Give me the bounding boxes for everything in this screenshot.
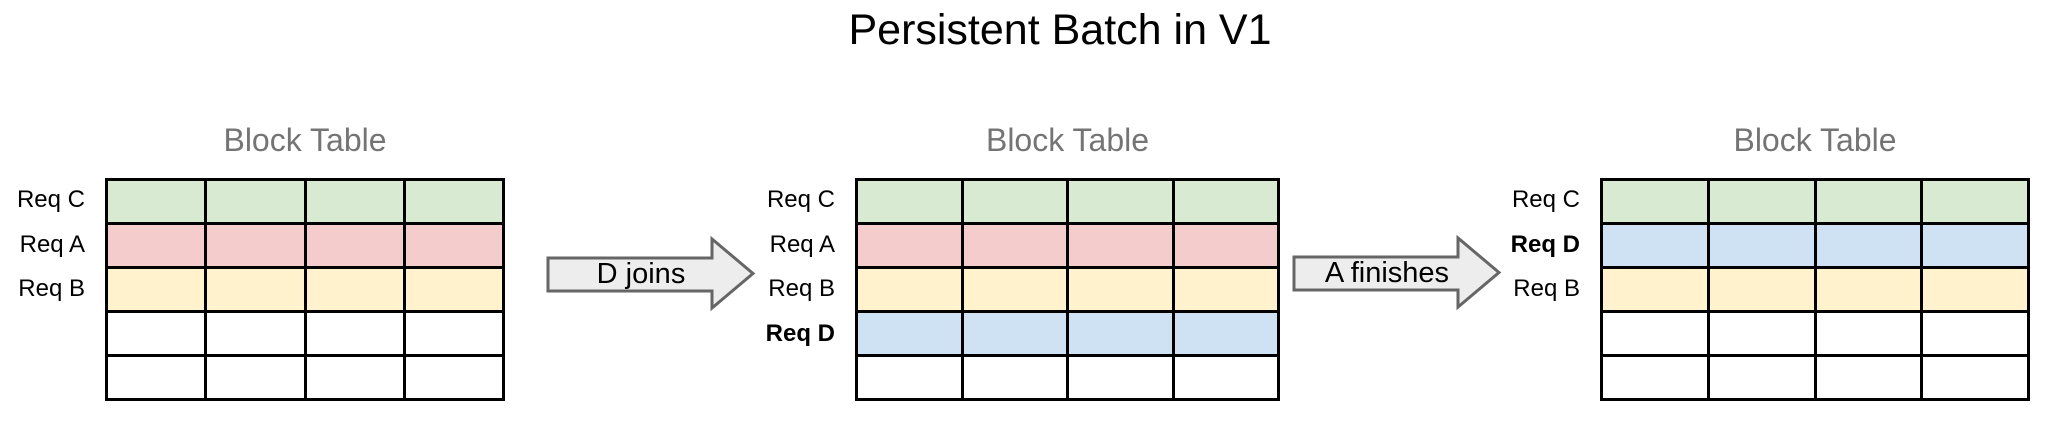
row-label-empty: [750, 356, 835, 401]
block-cell-white: [1174, 357, 1277, 398]
block-table-panel-3: Block Table Req C Req D Req B: [1495, 120, 2030, 401]
block-grid: [855, 178, 1280, 401]
block-cell-red: [207, 225, 304, 266]
block-cell-white: [108, 313, 205, 354]
block-cell-white: [207, 357, 304, 398]
block-cell-green: [1174, 181, 1277, 222]
block-cell-blue: [1816, 225, 1921, 266]
block-cell-white: [1603, 357, 1707, 398]
arrow-a-finishes: A finishes: [1292, 234, 1502, 311]
block-cell-white: [1709, 357, 1814, 398]
block-table-heading: Block Table: [1733, 122, 1897, 158]
row-label: Req B: [1513, 275, 1580, 303]
block-cell-yellow: [963, 269, 1066, 310]
block-table-panel-2: Block Table Req C Req A Req B Req D: [750, 120, 1280, 401]
row-label: Req D: [765, 320, 835, 348]
row-label: Req D: [1510, 230, 1580, 258]
block-cell-blue: [858, 313, 961, 354]
block-table-heading: Block Table: [985, 122, 1150, 158]
right-arrow-icon: [546, 235, 756, 312]
right-arrow-icon: [1292, 234, 1502, 311]
block-cell-blue: [963, 313, 1066, 354]
block-cell-blue: [1603, 225, 1707, 266]
block-cell-white: [207, 313, 304, 354]
row-label-empty: [0, 312, 85, 357]
block-cell-yellow: [306, 269, 403, 310]
block-cell-green: [963, 181, 1066, 222]
block-cell-green: [207, 181, 304, 222]
block-table-panel-1: Block Table Req C Req A Req B: [0, 120, 505, 401]
row-label-empty: [1495, 356, 1580, 401]
block-cell-white: [108, 357, 205, 398]
row-label: Req C: [16, 186, 85, 214]
block-cell-green: [306, 181, 403, 222]
block-cell-white: [1069, 357, 1172, 398]
block-cell-blue: [1069, 313, 1172, 354]
block-table-heading: Block Table: [223, 122, 387, 158]
row-label-empty: [0, 356, 85, 401]
row-label: Req A: [769, 230, 835, 258]
block-cell-yellow: [1069, 269, 1172, 310]
block-cell-yellow: [1174, 269, 1277, 310]
block-grid: [105, 178, 505, 401]
arrow-d-joins: D joins: [546, 235, 756, 312]
block-cell-white: [306, 313, 403, 354]
block-cell-red: [963, 225, 1066, 266]
block-cell-green: [1603, 181, 1707, 222]
block-cell-white: [1923, 313, 2027, 354]
block-cell-green: [1709, 181, 1814, 222]
arrow-label: D joins: [597, 258, 686, 290]
block-cell-blue: [1709, 225, 1814, 266]
block-cell-red: [108, 225, 205, 266]
block-cell-yellow: [1603, 269, 1707, 310]
block-cell-yellow: [1816, 269, 1921, 310]
block-cell-white: [405, 313, 502, 354]
block-cell-green: [405, 181, 502, 222]
block-cell-red: [405, 225, 502, 266]
row-label: Req C: [766, 186, 835, 214]
block-cell-white: [1603, 313, 1707, 354]
row-label: Req B: [18, 275, 85, 303]
block-cell-red: [306, 225, 403, 266]
block-cell-white: [963, 357, 1066, 398]
block-cell-white: [405, 357, 502, 398]
block-cell-white: [1923, 357, 2027, 398]
block-cell-yellow: [405, 269, 502, 310]
block-cell-white: [858, 357, 961, 398]
block-cell-red: [1069, 225, 1172, 266]
block-cell-green: [1816, 181, 1921, 222]
block-cell-blue: [1923, 225, 2027, 266]
row-label-column: Req C Req A Req B: [0, 178, 105, 401]
block-cell-green: [1923, 181, 2027, 222]
row-label-column: Req C Req A Req B Req D: [750, 178, 855, 401]
block-cell-yellow: [1923, 269, 2027, 310]
block-cell-white: [1816, 313, 1921, 354]
row-label-empty: [1495, 312, 1580, 357]
block-cell-green: [108, 181, 205, 222]
block-cell-yellow: [207, 269, 304, 310]
block-cell-white: [306, 357, 403, 398]
diagram-title: Persistent Batch in V1: [848, 6, 1272, 54]
block-cell-green: [858, 181, 961, 222]
block-cell-red: [1174, 225, 1277, 266]
block-cell-yellow: [858, 269, 961, 310]
block-cell-white: [1709, 313, 1814, 354]
block-cell-yellow: [1709, 269, 1814, 310]
block-cell-white: [1816, 357, 1921, 398]
row-label: Req B: [768, 275, 835, 303]
arrow-label: A finishes: [1325, 257, 1449, 289]
row-label: Req A: [19, 230, 85, 258]
block-cell-yellow: [108, 269, 205, 310]
block-cell-red: [858, 225, 961, 266]
row-label-column: Req C Req D Req B: [1495, 178, 1600, 401]
block-grid: [1600, 178, 2030, 401]
block-cell-green: [1069, 181, 1172, 222]
block-cell-blue: [1174, 313, 1277, 354]
row-label: Req C: [1511, 186, 1580, 214]
